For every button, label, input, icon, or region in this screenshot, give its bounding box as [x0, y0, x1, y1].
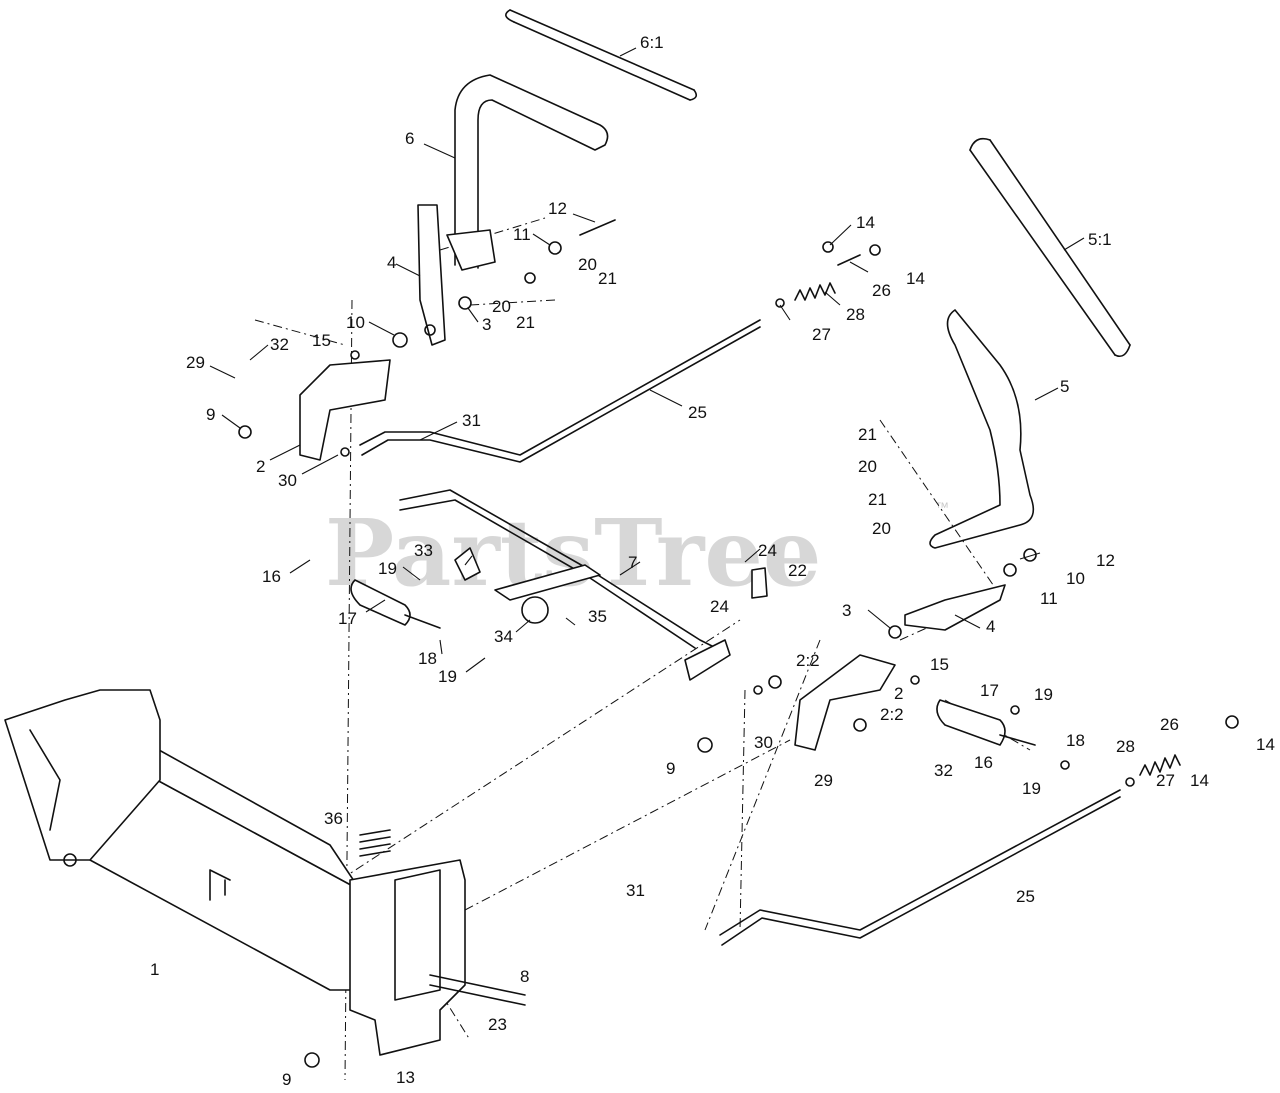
callout-19-left-upper: 19 [378, 559, 397, 578]
callout-19-right-upper: 19 [1034, 685, 1053, 704]
callout-15-right: 15 [930, 655, 949, 674]
callout-20-upper: 20 [578, 255, 597, 274]
right-control-lever [904, 137, 1131, 631]
callout-14-lower-b: 14 [1190, 771, 1209, 790]
callout-2-left: 2 [256, 457, 265, 476]
left-control-lever [417, 9, 698, 346]
callout-labels: 6:1 6 5:1 5 12 11 4 20 21 20 21 10 3 14 … [150, 33, 1275, 1089]
callout-18-right: 18 [1066, 731, 1085, 750]
callout-8: 8 [520, 967, 529, 986]
callout-20-right-a: 20 [858, 457, 877, 476]
callout-16-right: 16 [974, 753, 993, 772]
callout-27-lower: 27 [1156, 771, 1175, 790]
callout-34: 34 [494, 627, 513, 646]
callout-22: 22 [788, 561, 807, 580]
callout-24-lower: 24 [710, 597, 729, 616]
springs [359, 282, 1181, 857]
callout-16-left: 16 [262, 567, 281, 586]
callout-20-lower: 20 [492, 297, 511, 316]
callout-13: 13 [396, 1068, 415, 1087]
callout-3-right: 3 [842, 601, 851, 620]
callout-29-right: 29 [814, 771, 833, 790]
callout-15-left: 15 [312, 331, 331, 350]
callout-26-upper: 26 [872, 281, 891, 300]
callout-5: 5 [1060, 377, 1069, 396]
callout-33: 33 [414, 541, 433, 560]
callout-2-2-upper: 2:2 [796, 651, 820, 670]
callout-10-right: 10 [1066, 569, 1085, 588]
callout-25-upper: 25 [688, 403, 707, 422]
callout-36: 36 [324, 809, 343, 828]
control-rods [359, 319, 1121, 946]
callout-21-lower: 21 [516, 313, 535, 332]
callout-1: 1 [150, 960, 159, 979]
callout-25-lower: 25 [1016, 887, 1035, 906]
callout-31-lower: 31 [626, 881, 645, 900]
callout-21-right-b: 21 [868, 490, 887, 509]
callout-17-left: 17 [338, 609, 357, 628]
callout-17-right: 17 [980, 681, 999, 700]
callout-6-1: 6:1 [640, 33, 664, 52]
callout-3-left: 3 [482, 315, 491, 334]
callout-28-upper: 28 [846, 305, 865, 324]
callout-11-right: 11 [1040, 589, 1058, 608]
callout-26-lower: 26 [1160, 715, 1179, 734]
callout-9-bottom: 9 [282, 1070, 291, 1089]
callout-21-right-a: 21 [858, 425, 877, 444]
callout-27-upper: 27 [812, 325, 831, 344]
callout-9-middle: 9 [666, 759, 675, 778]
watermark-trademark: ™ [935, 499, 949, 515]
callout-30-left: 30 [278, 471, 297, 490]
callout-28-lower: 28 [1116, 737, 1135, 756]
watermark-text: PartsTree [325, 499, 821, 607]
callout-14-lower-a: 14 [1256, 735, 1275, 754]
callout-11-left: 11 [513, 225, 531, 244]
callout-14-upper-b: 14 [906, 269, 925, 288]
callout-24-upper: 24 [758, 541, 777, 560]
leader-lines [209, 47, 1085, 673]
callout-35: 35 [588, 607, 607, 626]
callout-12-left: 12 [548, 199, 567, 218]
main-frame [4, 689, 526, 1056]
callout-20-right-b: 20 [872, 519, 891, 538]
callout-4-left: 4 [387, 253, 396, 272]
callout-2-2-lower: 2:2 [880, 705, 904, 724]
callout-18-left: 18 [418, 649, 437, 668]
callout-32-left: 32 [270, 335, 289, 354]
callout-9-left: 9 [206, 405, 215, 424]
callout-4-right: 4 [986, 617, 995, 636]
callout-19-right-lower: 19 [1022, 779, 1041, 798]
callout-10-left: 10 [346, 313, 365, 332]
callout-14-upper-a: 14 [856, 213, 875, 232]
callout-31-upper: 31 [462, 411, 481, 430]
callout-21-upper: 21 [598, 269, 617, 288]
callout-2-right: 2 [894, 684, 903, 703]
callout-19-left-lower: 19 [438, 667, 457, 686]
callout-7: 7 [628, 553, 637, 572]
watermark: PartsTree ™ [325, 499, 949, 607]
cross-shaft [399, 489, 731, 681]
callout-30-right: 30 [754, 733, 773, 752]
hardware [238, 219, 1239, 1068]
callout-12-right: 12 [1096, 551, 1115, 570]
callout-32-right: 32 [934, 761, 953, 780]
callout-23: 23 [488, 1015, 507, 1034]
callout-6: 6 [405, 129, 414, 148]
brackets [299, 359, 896, 751]
callout-29-left: 29 [186, 353, 205, 372]
callout-5-1: 5:1 [1088, 230, 1112, 249]
